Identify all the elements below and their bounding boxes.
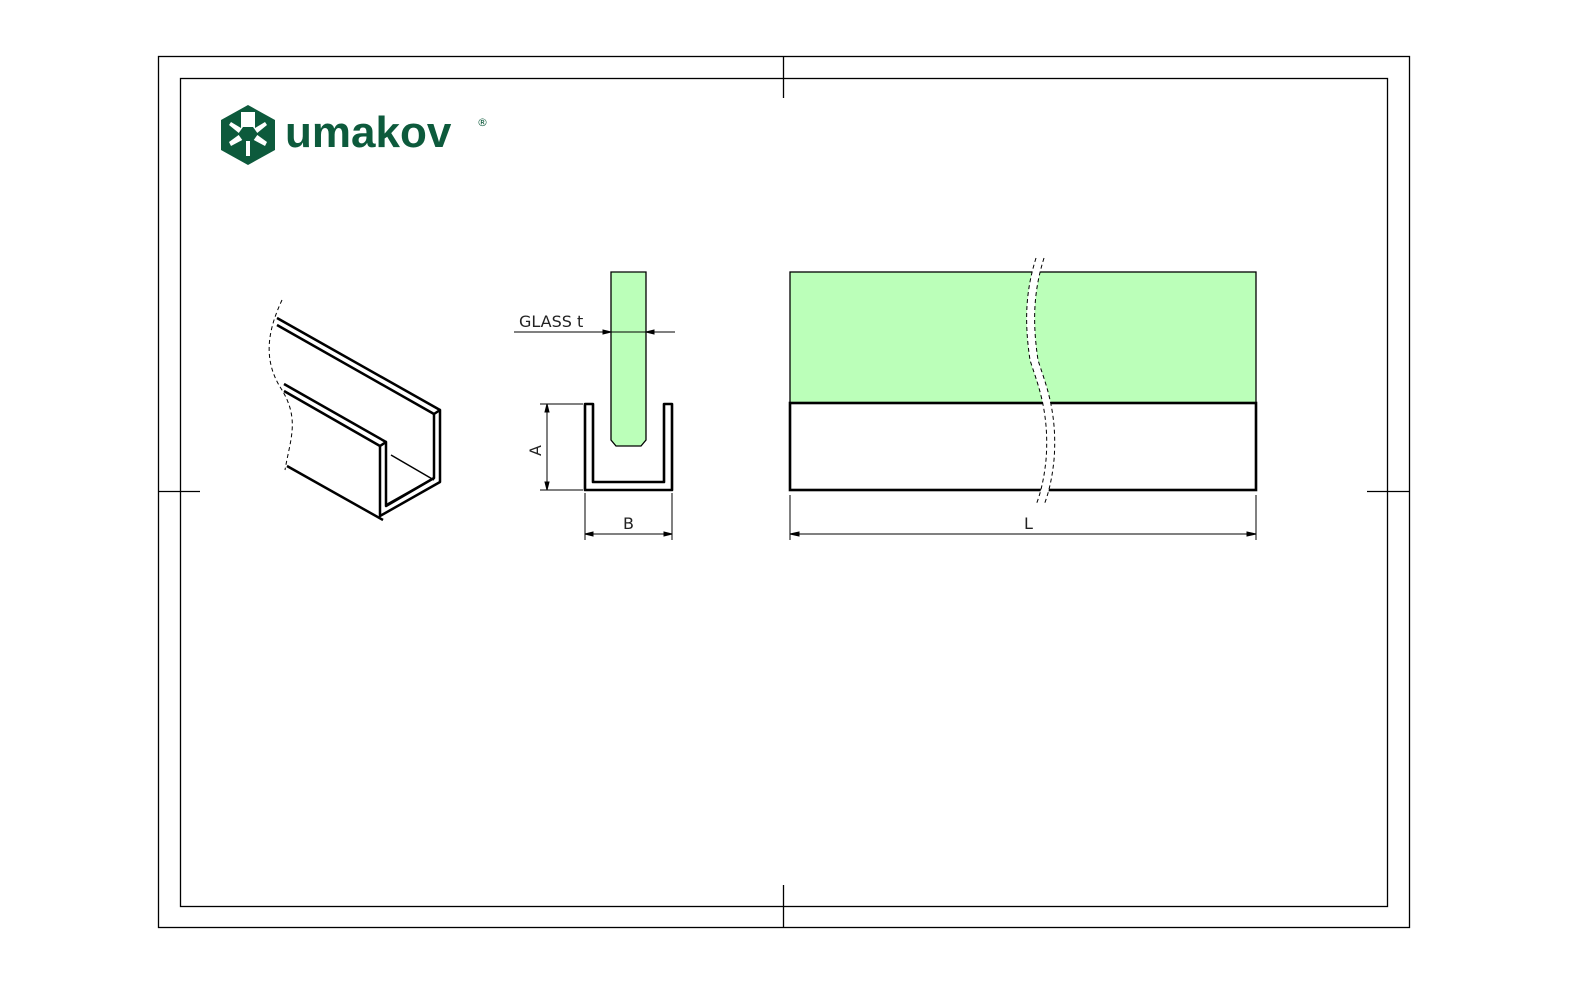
glass-thickness-label: GLASS t: [519, 312, 583, 331]
registered-mark: ®: [477, 116, 488, 129]
dim-l-label: L: [1024, 514, 1033, 533]
channel-front: [788, 401, 1258, 492]
dim-a-label: A: [526, 445, 545, 456]
umakov-hexagon-icon: [221, 105, 275, 165]
brand-logo: umakov ®: [221, 105, 488, 165]
glass-panel-front: [789, 271, 1257, 404]
u-channel-profile: [583, 402, 674, 492]
dim-b-label: B: [623, 514, 634, 533]
glass-panel: [610, 271, 647, 447]
brand-name: umakov: [285, 108, 452, 157]
drawing-frame: [157, 55, 1411, 929]
isometric-view: [268, 299, 442, 522]
front-view: L: [788, 257, 1258, 540]
section-view: GLASS t A B: [514, 271, 675, 540]
